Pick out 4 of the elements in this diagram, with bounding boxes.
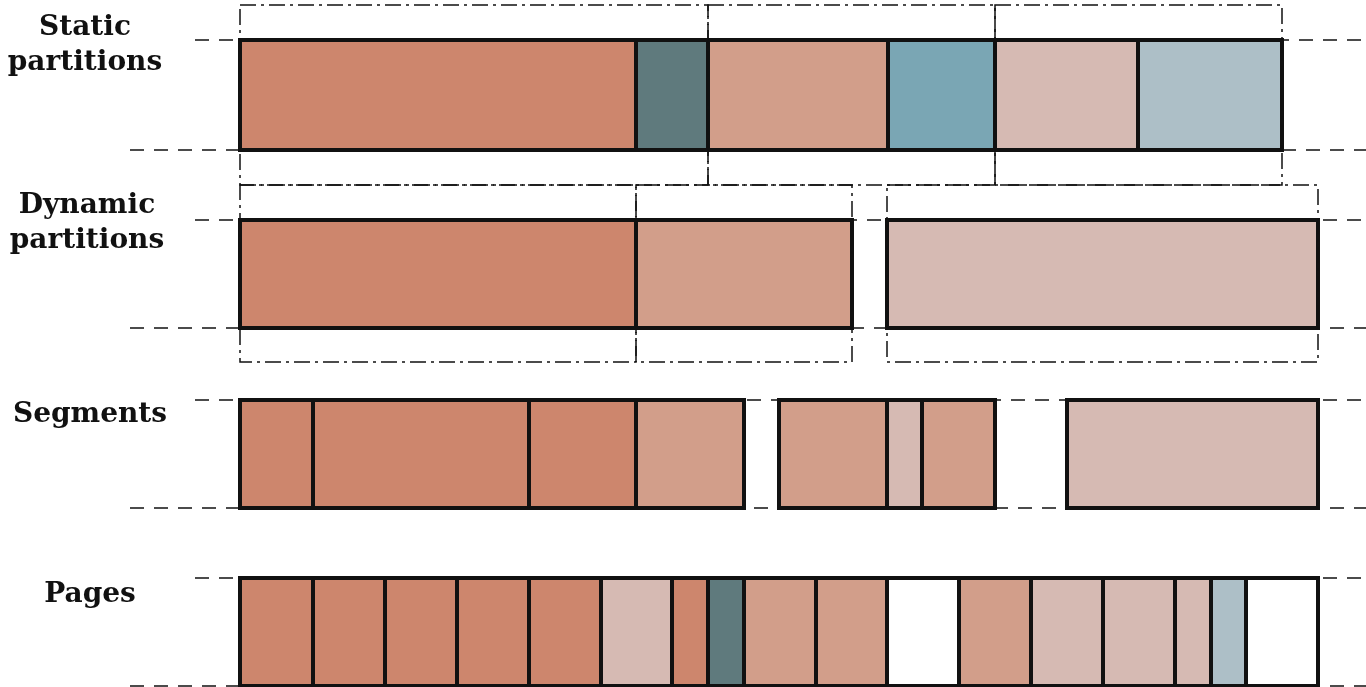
row-label: Pages [43,575,137,610]
row-label: Dynamic partitions [8,186,166,256]
row-label: Static partitions [6,8,164,78]
row-label: Segments [11,395,169,430]
